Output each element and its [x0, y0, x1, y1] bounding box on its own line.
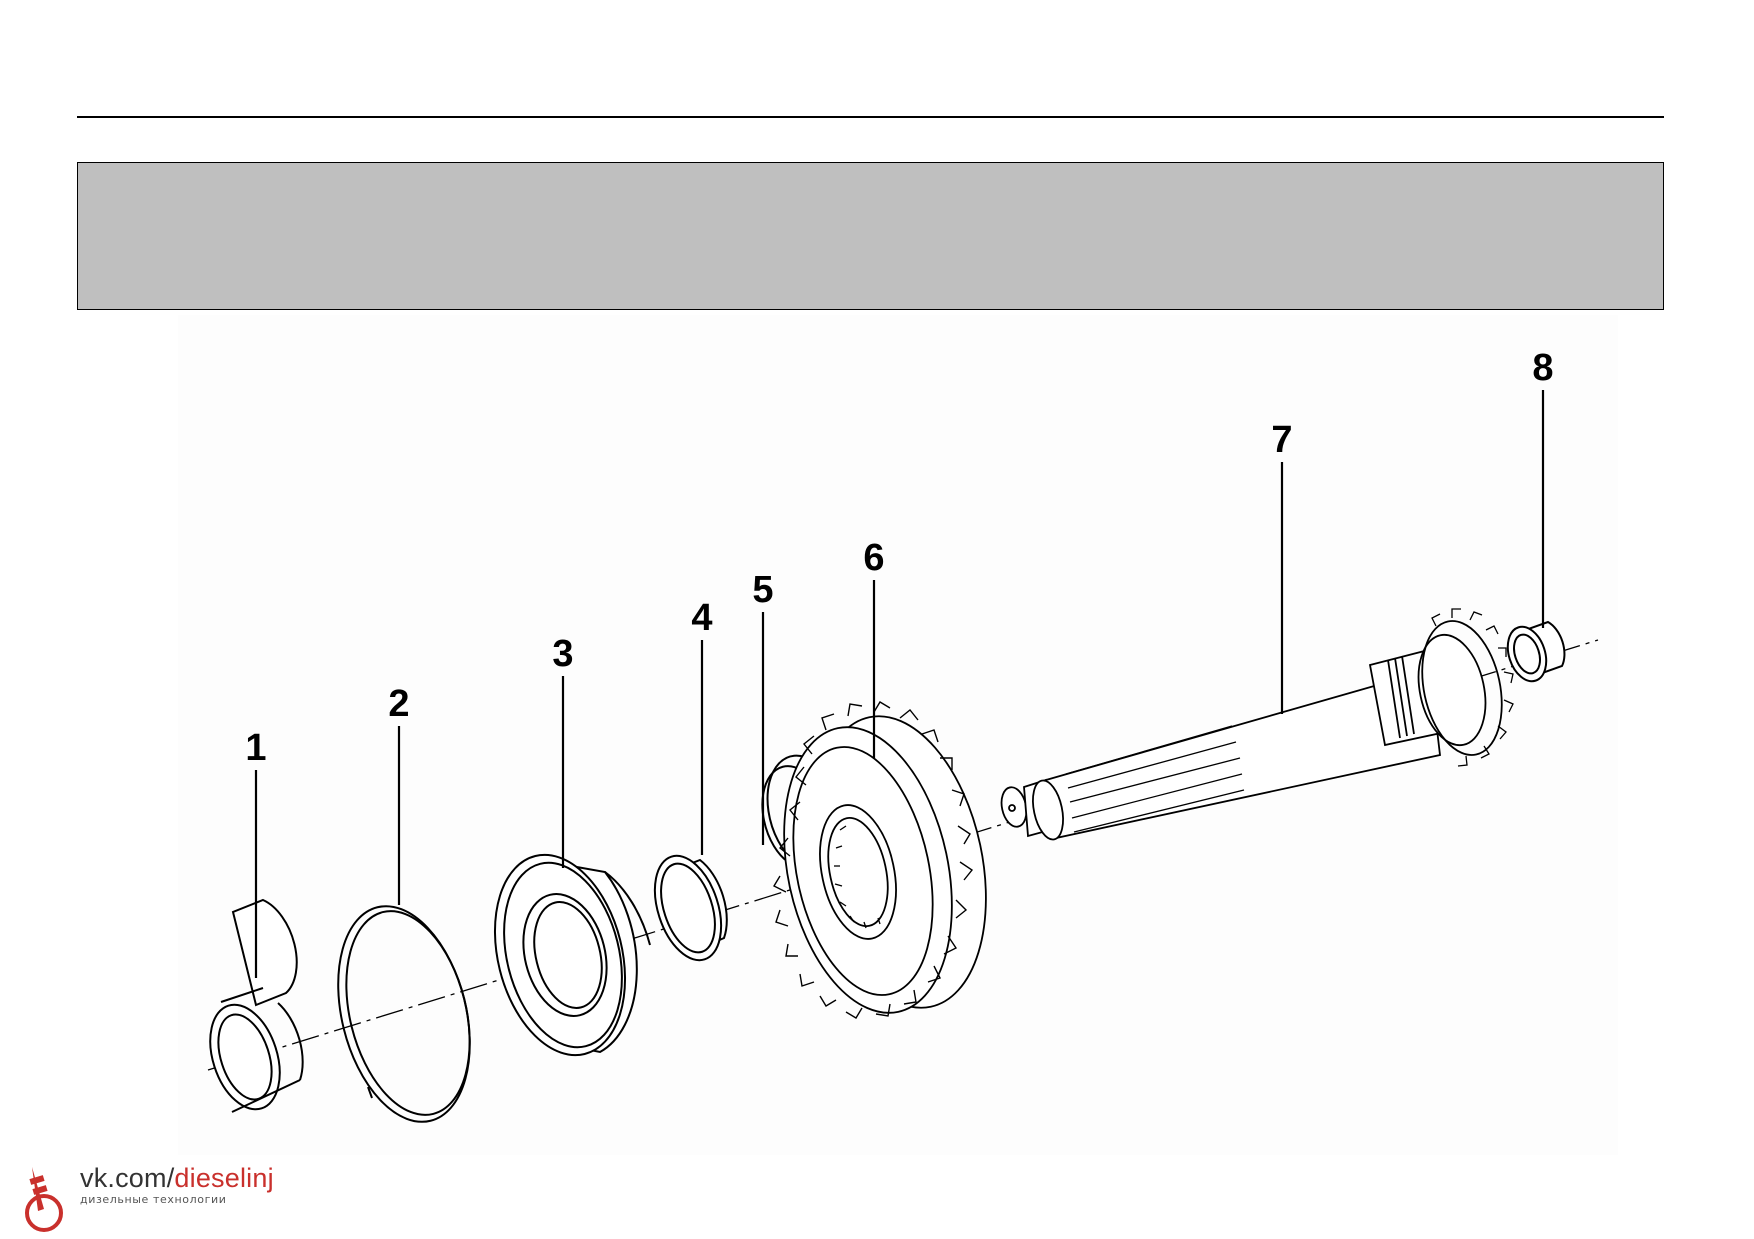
top-rule: [77, 116, 1664, 118]
part-7-shaft: [1000, 608, 1514, 841]
injector-logo-icon: [25, 1167, 63, 1232]
part-3-bearing: [493, 853, 651, 1057]
callout-8: 8: [1532, 347, 1553, 389]
callout-3: 3: [552, 633, 573, 675]
callout-5: 5: [752, 569, 773, 611]
part-4-sleeve: [653, 854, 728, 962]
callout-7: 7: [1271, 419, 1292, 461]
callout-6: 6: [863, 537, 884, 579]
callout-4: 4: [691, 597, 712, 639]
part-1-ring: [209, 898, 304, 1113]
watermark-url-handle: dieselinj: [174, 1163, 274, 1193]
watermark-url: vk.com/dieselinj: [80, 1163, 274, 1193]
watermark-tagline: дизельные технологии: [80, 1193, 227, 1206]
watermark: vk.com/dieselinj дизельные технологии: [14, 1163, 314, 1233]
header-band: [77, 162, 1664, 310]
leader-lines: [254, 390, 1545, 978]
part-8-bushing: [1506, 620, 1566, 683]
watermark-url-prefix: vk.com/: [80, 1163, 175, 1193]
callout-1: 1: [245, 727, 266, 769]
part-2-snap-ring: [337, 905, 471, 1123]
callout-2: 2: [388, 683, 409, 725]
part-6-gear: [773, 701, 987, 1019]
